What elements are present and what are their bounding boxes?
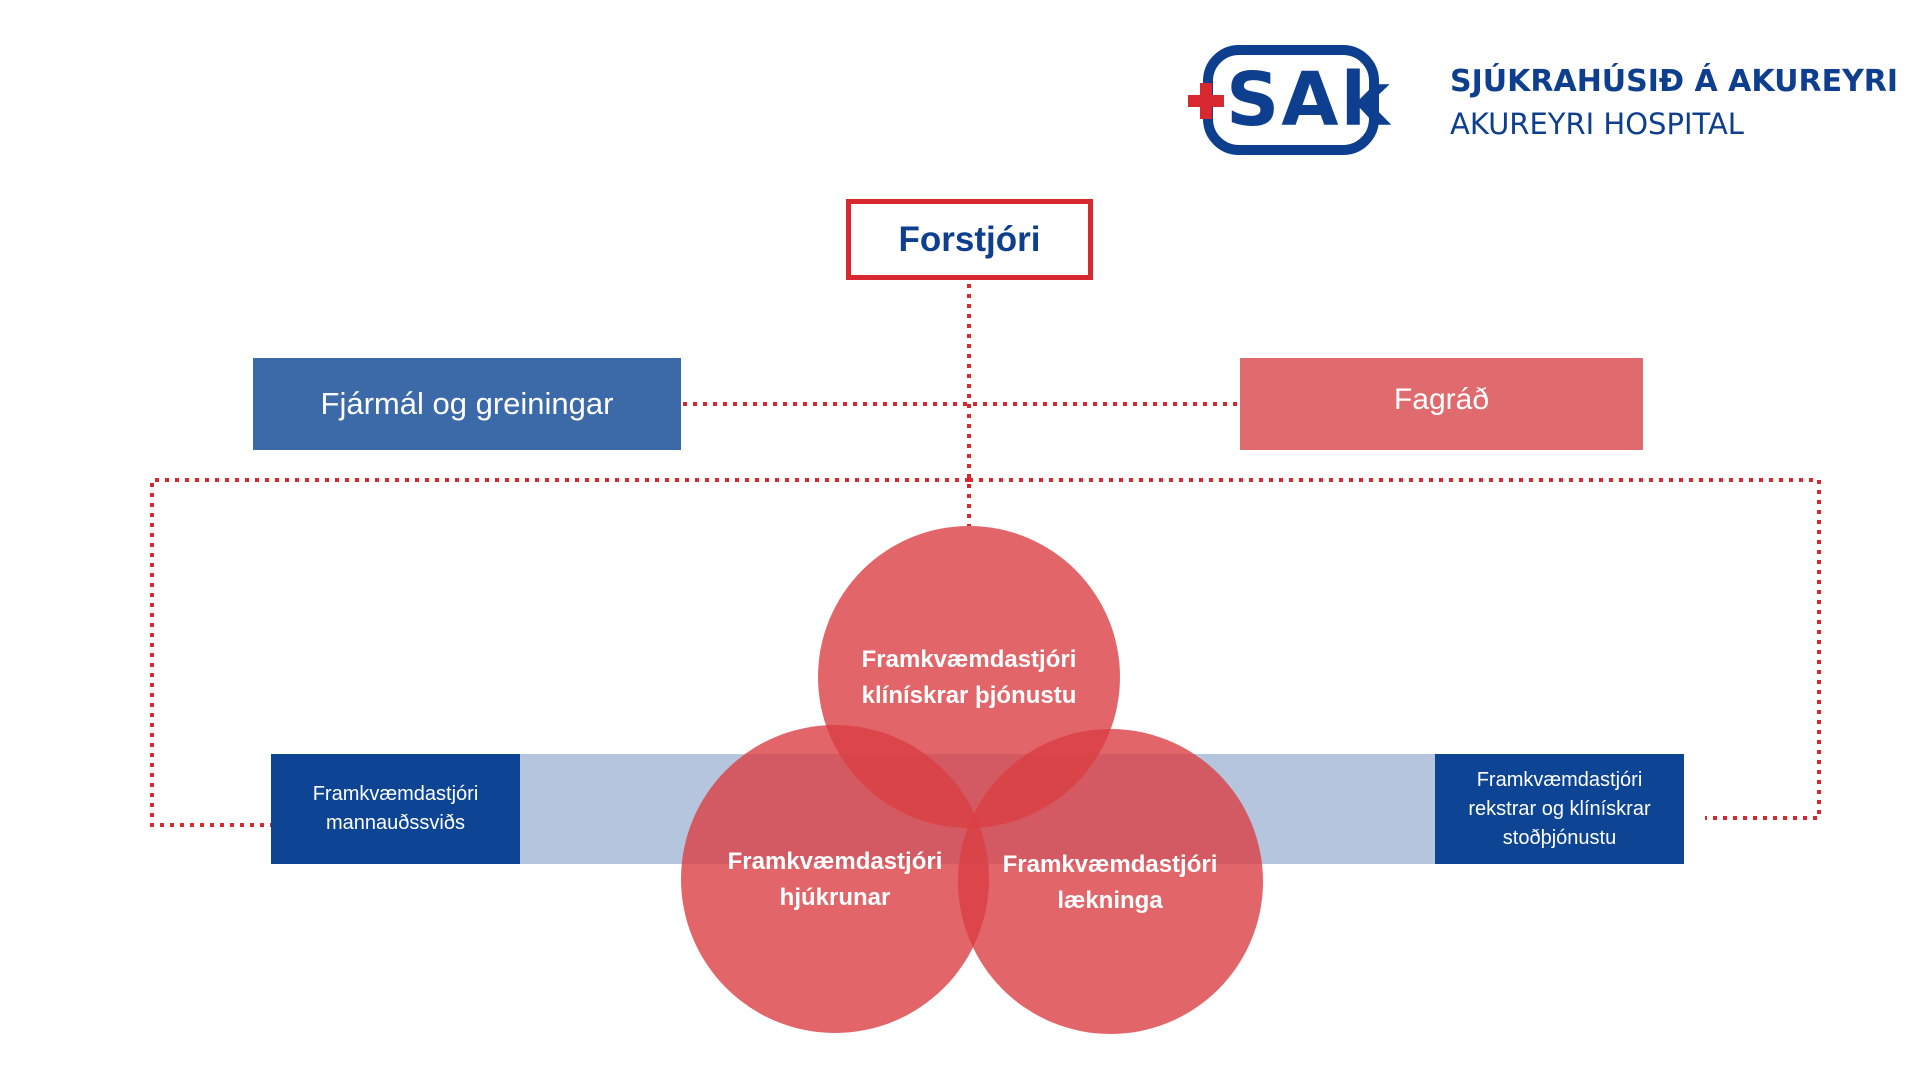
nursing-label: Framkvæmdastjóri hjúkrunar bbox=[685, 844, 985, 916]
hospital-name: SJÚKRAHÚSIÐ Á AKUREYRI bbox=[1450, 64, 1899, 99]
director-box: Forstjóri bbox=[846, 199, 1093, 280]
council-label: Fagráð bbox=[1393, 383, 1490, 416]
nursing-line1: Framkvæmdastjóri bbox=[727, 848, 943, 875]
hr-executive-box: Framkvæmdastjóri mannauðssviðs bbox=[271, 754, 520, 864]
medicine-line1: Framkvæmdastjóri bbox=[1002, 851, 1218, 878]
medicine-line2: lækninga bbox=[1057, 887, 1163, 914]
operations-executive-line2: rekstrar og klínískrar bbox=[1468, 797, 1651, 820]
hospital-subtitle: AKUREYRI HOSPITAL bbox=[1450, 107, 1744, 141]
finance-label: Fjármál og greiningar bbox=[320, 386, 614, 421]
left-loop-connector bbox=[150, 478, 969, 827]
medicine-label: Framkvæmdastjóri lækninga bbox=[960, 847, 1260, 919]
operations-executive-line1: Framkvæmdastjóri bbox=[1476, 768, 1643, 791]
logo-letters: SAk bbox=[1226, 57, 1392, 143]
nursing-circle bbox=[681, 725, 989, 1033]
council-box: Fagráð bbox=[1240, 358, 1643, 450]
logo-badge bbox=[1203, 45, 1379, 155]
clinical-services-line1: Framkvæmdastjóri bbox=[861, 646, 1077, 673]
red-cross-icon bbox=[1188, 83, 1224, 119]
clinical-services-label: Framkvæmdastjóri klínískrar þjónustu bbox=[819, 642, 1119, 714]
hr-executive-line1: Framkvæmdastjóri bbox=[312, 783, 479, 805]
director-label: Forstjóri bbox=[898, 219, 1041, 259]
finance-box: Fjármál og greiningar bbox=[253, 358, 681, 450]
operations-executive-line3: stoðþjónustu bbox=[1502, 826, 1617, 849]
medicine-circle bbox=[958, 729, 1263, 1034]
nursing-line2: hjúkrunar bbox=[779, 884, 891, 911]
operations-executive-box: Framkvæmdastjóri rekstrar og klínískrar … bbox=[1435, 754, 1684, 864]
clinical-services-line2: klínískrar þjónustu bbox=[861, 682, 1077, 709]
hr-executive-line2: mannauðssviðs bbox=[326, 812, 465, 834]
